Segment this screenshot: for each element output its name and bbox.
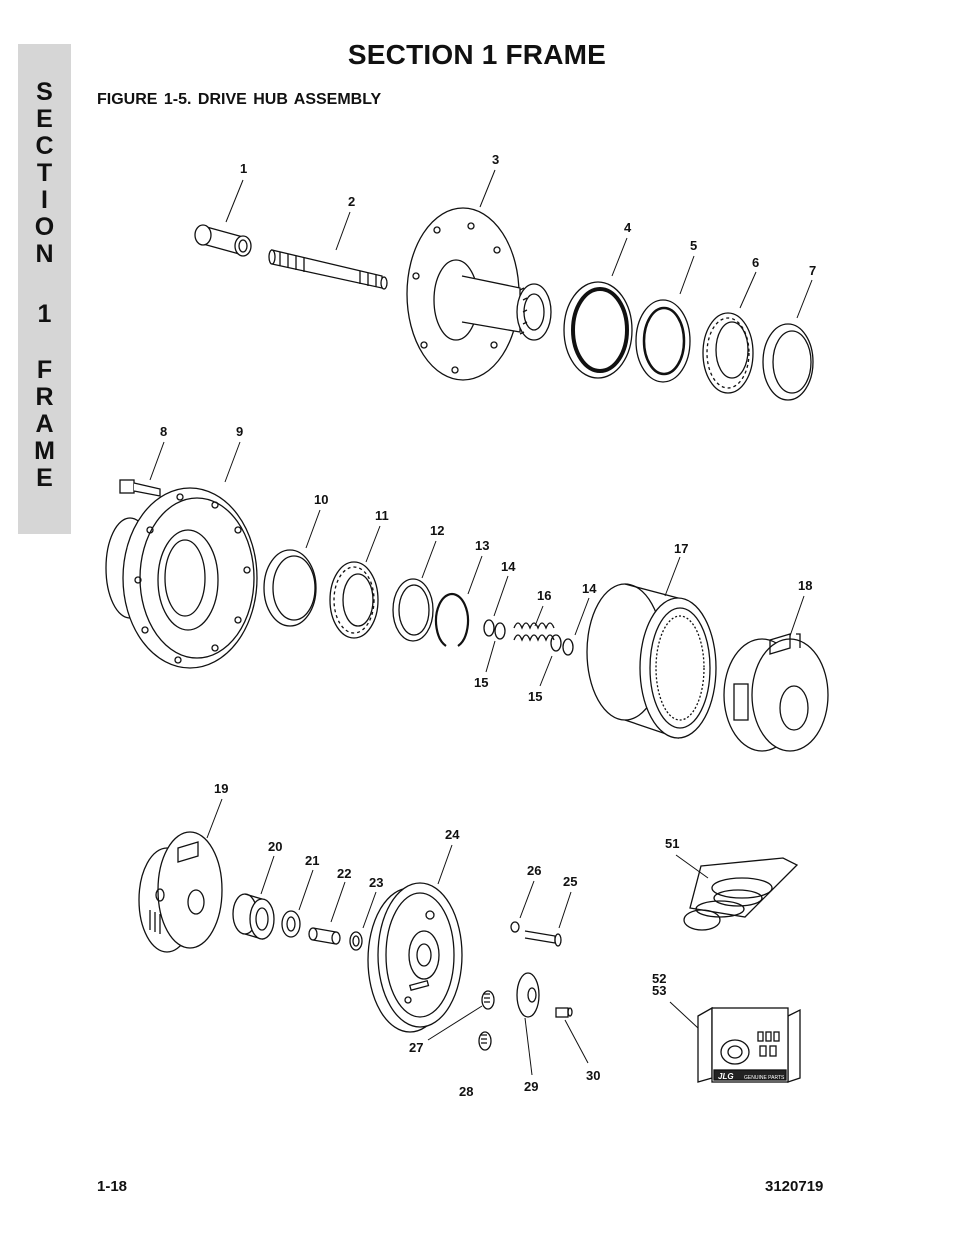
callout-label: 20 — [268, 839, 282, 854]
side-tab-letter: A — [35, 410, 54, 438]
callout-label: 11 — [375, 508, 389, 523]
part-seal-kit — [683, 857, 799, 931]
callout-label: 30 — [586, 1068, 600, 1083]
part-bolt — [119, 479, 161, 497]
side-tab-letter: S — [36, 78, 53, 106]
part-cover-bolt — [524, 930, 562, 947]
callout-label: 13 — [475, 538, 489, 553]
document-number: 3120719 — [765, 1178, 824, 1195]
side-tab-letter: M — [34, 437, 55, 465]
callout-label: 17 — [674, 541, 688, 556]
side-tab-letter: C — [35, 132, 54, 160]
callout-label: 51 — [665, 836, 679, 851]
part-spindle — [406, 207, 552, 381]
part-bearing-cone — [702, 312, 754, 394]
callout-label: 15 — [528, 689, 542, 704]
callout-label: 25 — [563, 874, 577, 889]
part-tang-washer — [281, 910, 301, 938]
part-ring-gear — [586, 583, 717, 739]
part-cap-screw — [555, 1007, 573, 1018]
side-tab-letter: N — [35, 240, 54, 268]
section-side-tab: S E C T I O N 1 F R A M E — [18, 44, 71, 534]
part-cover — [367, 882, 463, 1033]
callout-label: 19 — [214, 781, 228, 796]
callout-label: 6 — [752, 255, 759, 270]
part-planet-gear — [232, 893, 275, 940]
callout-label: 27 — [409, 1040, 423, 1055]
callout-label: 15 — [474, 675, 488, 690]
part-coupling — [194, 224, 252, 257]
part-pin — [308, 927, 341, 945]
leader-lines — [149, 169, 813, 1076]
part-carrier-2 — [138, 831, 223, 953]
part-plug-2 — [478, 1031, 492, 1051]
callout-label: 1 — [240, 161, 247, 176]
callout-label: 52 — [652, 971, 666, 986]
figure-title: FIGURE 1-5. DRIVE HUB ASSEMBLY — [97, 91, 382, 108]
kit-box-brand: JLG — [718, 1072, 734, 1081]
callout-label: 12 — [430, 523, 444, 538]
side-tab-letter: I — [41, 186, 48, 214]
part-plug-1 — [481, 990, 495, 1010]
callout-label: 28 — [459, 1084, 473, 1099]
part-seal — [563, 281, 633, 379]
callout-label: 4 — [624, 220, 632, 235]
side-tab-letter: E — [36, 105, 53, 133]
side-tab-letter: O — [34, 213, 55, 241]
part-bearing-cup — [762, 323, 814, 401]
callout-label: 53 — [652, 983, 666, 998]
part-small-washer — [349, 931, 363, 951]
callout-label: 29 — [524, 1079, 538, 1094]
callout-label: 22 — [337, 866, 351, 881]
part-ring — [635, 299, 691, 383]
callout-label: 2 — [348, 194, 355, 209]
callout-label: 21 — [305, 853, 319, 868]
side-tab-letter: 1 — [37, 300, 52, 328]
part-spacers-spring — [483, 619, 574, 656]
side-tab-letter: T — [36, 159, 53, 187]
part-kit-box — [697, 1006, 801, 1083]
part-input-shaft — [268, 249, 388, 290]
callout-label: 9 — [236, 424, 243, 439]
callout-label: 8 — [160, 424, 167, 439]
callout-label: 16 — [537, 588, 551, 603]
part-hub — [105, 487, 258, 669]
part-bearing-cup-2 — [263, 549, 317, 627]
section-title: SECTION 1 FRAME — [347, 39, 607, 70]
callout-label: 24 — [445, 827, 460, 842]
part-disconnect-cap — [516, 972, 540, 1018]
kit-box-label: GENUINE PARTS — [744, 1075, 785, 1081]
callout-label: 7 — [809, 263, 816, 278]
part-carrier-1 — [723, 633, 829, 752]
callout-label: 14 — [501, 559, 516, 574]
callout-numbers: 1 2 3 4 5 6 7 8 9 10 11 12 13 14 14 15 1… — [160, 152, 816, 1099]
page-number: 1-18 — [97, 1178, 128, 1195]
side-tab-letter: R — [35, 383, 54, 411]
callout-label: 5 — [690, 238, 697, 253]
part-bolt-washer — [510, 921, 520, 933]
part-bearing-cone-2 — [329, 561, 379, 639]
callout-label: 26 — [527, 863, 541, 878]
side-tab-letter: F — [36, 356, 53, 384]
callout-label: 23 — [369, 875, 383, 890]
callout-label: 10 — [314, 492, 328, 507]
side-tab-letter: E — [36, 464, 53, 492]
callout-label: 14 — [582, 581, 597, 596]
callout-label: 3 — [492, 152, 499, 167]
callout-label: 18 — [798, 578, 812, 593]
part-retaining-ring — [434, 592, 470, 647]
part-thrust-washer — [392, 578, 434, 642]
